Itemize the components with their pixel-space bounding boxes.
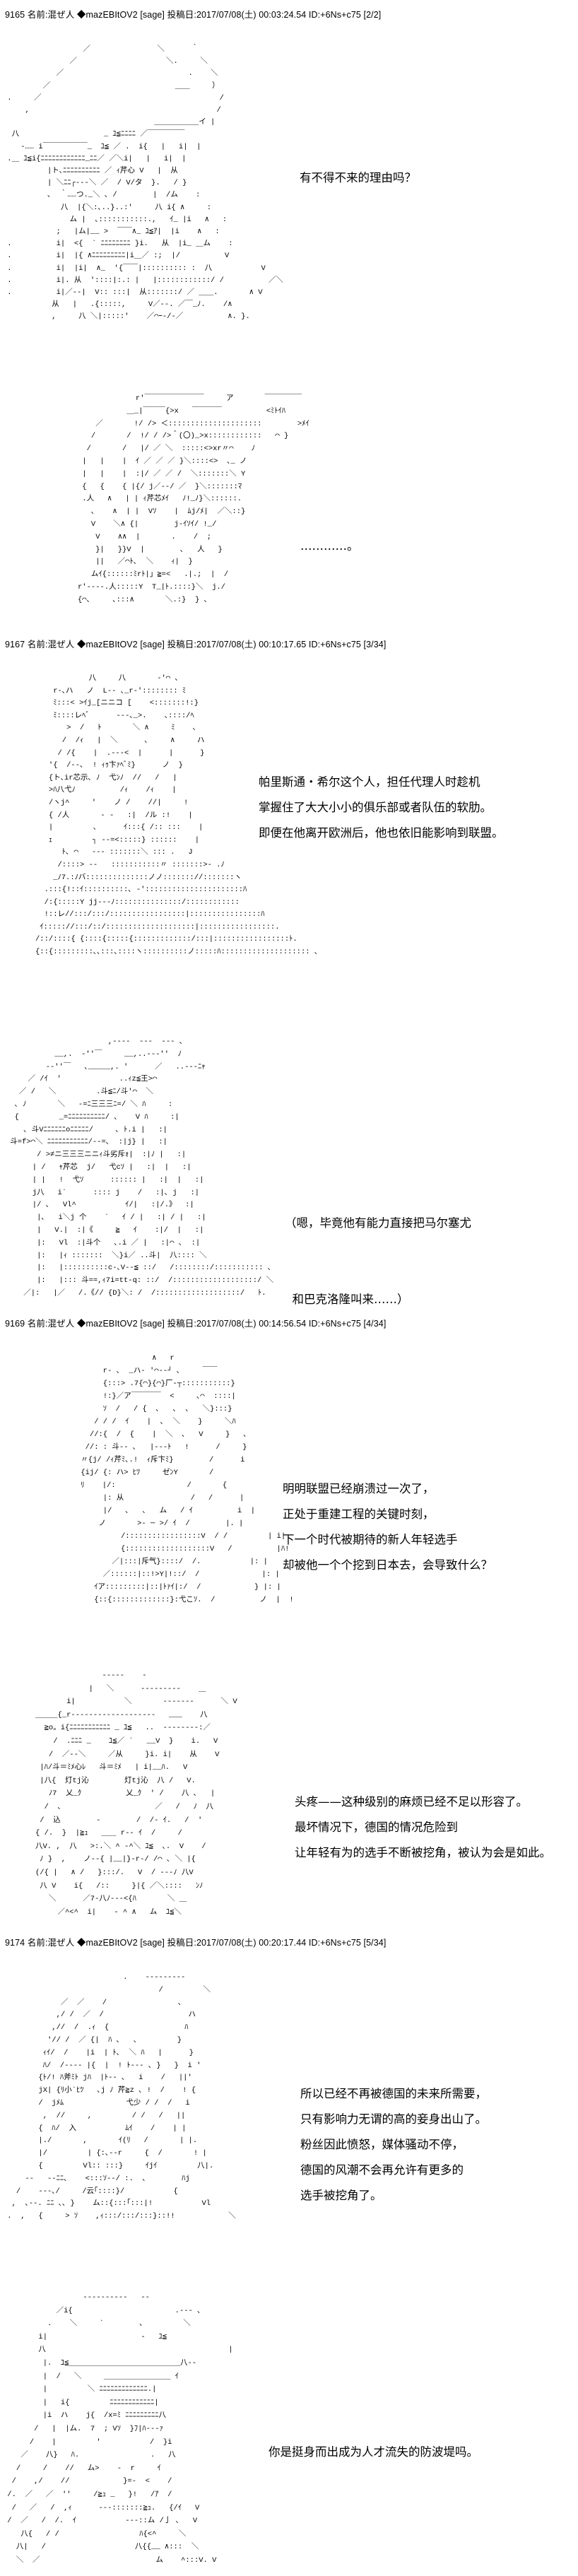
dialogue-line: 头疼——这种级别的麻烦已经不足以形容了。 bbox=[295, 1795, 528, 1809]
dialogue-line: 最坏情况下，德国的情况危险到 bbox=[295, 1821, 458, 1834]
dialogue-block: 你是挺身而出成为人才流失的防波堤吗。 bbox=[269, 2440, 478, 2465]
dialogue-line: 和巴克洛隆叫来……） bbox=[285, 1293, 409, 1306]
ascii-art-illustration: ／ ＼ ｀ ／ ＼. ＼ ／ . ＼ ／ ＿＿ ） . ／ bbox=[7, 45, 283, 322]
ascii-art-illustration: ‐‐‐‐‐‐‐‐‐‐ ‐‐ ／i{ .‐‐‐ ､ . ＼ ` ､ ＼ i| - … bbox=[7, 2293, 233, 2565]
dialogue-line: 让年轻有为的选手不断被挖角，被认为会是如此。 bbox=[295, 1846, 551, 1859]
dialogue-block: …………。 bbox=[300, 534, 359, 559]
post-header: 9174 名前:混ぜ人 ◆mazEBItOV2 [sage] 投稿日:2017/… bbox=[5, 1938, 387, 1948]
dialogue-block: 帕里斯通・希尔这个人，担任代理人时趁机 掌握住了大大小小的俱乐部或者队伍的软肋。… bbox=[259, 770, 504, 846]
dialogue-line: 只有影响力无谓的高的妾身出山了。 bbox=[300, 2112, 487, 2126]
dialogue-line: 选手被挖角了。 bbox=[300, 2189, 382, 2202]
ascii-art-illustration: ∧ r r‐ ､ _ハ‐ '⌒‐‐┘ ､ ￣￣ {:::> .7{⌒}{⌒}厂‐… bbox=[81, 1354, 294, 1604]
dialogue-line: 帕里斯通・希尔这个人，担任代理人时趁机 bbox=[259, 775, 480, 789]
dialogue-block: 头疼——这种级别的麻烦已经不足以形容了。 最坏情况下，德国的情况危险到 让年轻有… bbox=[295, 1789, 551, 1866]
dialogue-line: 所以已经不再被德国的未来所需要， bbox=[300, 2087, 487, 2100]
dialogue-block: 明明联盟已经崩溃过一次了， 正处于重建工程的关键时刻， 下一个时代被期待的新人年… bbox=[283, 1476, 493, 1578]
dialogue-block: 所以已经不再被德国的未来所需要， 只有影响力无谓的高的妾身出山了。 粉丝因此愤怒… bbox=[300, 2081, 487, 2209]
dialogue-block: （嗯，毕竟他有能力直接把马尔塞尤 和巴克洛隆叫来……） bbox=[285, 1160, 471, 1338]
dialogue-line: 正处于重建工程的关键时刻， bbox=[283, 1507, 435, 1521]
dialogue-line: （嗯，毕竟他有能力直接把马尔塞尤 bbox=[285, 1216, 471, 1230]
dialogue-line: 你是挺身而出成为人才流失的防波堤吗。 bbox=[269, 2445, 478, 2459]
ascii-art-illustration: 八 八 ‐'⌒ ､ r‐､ハ ノ L‐‐ ､_r‐':::::::: ﾐ ﾐ::… bbox=[35, 674, 319, 957]
dialogue-line: 有不得不来的理由吗？ bbox=[300, 171, 416, 184]
post-header: 9167 名前:混ぜ人 ◆mazEBItOV2 [sage] 投稿日:2017/… bbox=[5, 640, 387, 649]
ascii-art-illustration: r'￣￣￣￣￣￣￣￣ ア ￣￣￣￣￣ ＿_|￣￣￣{>x ￣￣￣￣ <ﾐﾄｲﾊ … bbox=[78, 394, 309, 604]
dialogue-line: 德国的风潮不会再允许有更多的 bbox=[300, 2163, 464, 2177]
post-header: 9165 名前:混ぜ人 ◆mazEBItOV2 [sage] 投稿日:2017/… bbox=[5, 10, 382, 20]
dialogue-block: 有不得不来的理由吗？ bbox=[300, 165, 416, 191]
dialogue-line: 却被他一个个挖到日本去，会导致什么？ bbox=[283, 1558, 493, 1572]
dialogue-line: 明明联盟已经崩溃过一次了， bbox=[283, 1482, 435, 1495]
ascii-art-illustration: ‐‐‐‐‐ ‐ | ＼ ‐‐‐‐‐‐‐‐‐ ＿ i| ＼ ‐‐‐‐‐‐‐ ＼ V… bbox=[35, 1671, 237, 1917]
dialogue-line: 粉丝因此愤怒，媒体骚动不停， bbox=[300, 2138, 464, 2151]
ascii-art-illustration: . ‐‐‐‐‐‐‐‐‐ / ＼ ／ ／ / ､ ,/ / ／ / ハ ,// /… bbox=[7, 1973, 236, 2221]
dialogue-line: …………。 bbox=[300, 539, 359, 553]
dialogue-line: 即便在他离开欧洲后，他也依旧能影响到联盟。 bbox=[259, 826, 504, 840]
dialogue-line: 掌握住了大大小小的俱乐部或者队伍的软肋。 bbox=[259, 801, 492, 814]
ascii-art-illustration: ,‐‐‐‐ ‐‐‐ ‐‐‐ ､ __,. ‐''￣ __,..‐‐‐'' ﾉ ‐… bbox=[10, 1037, 274, 1298]
post-header: 9169 名前:混ぜ人 ◆mazEBItOV2 [sage] 投稿日:2017/… bbox=[5, 1319, 387, 1329]
dialogue-line: 下一个时代被期待的新人年轻选手 bbox=[283, 1533, 458, 1546]
